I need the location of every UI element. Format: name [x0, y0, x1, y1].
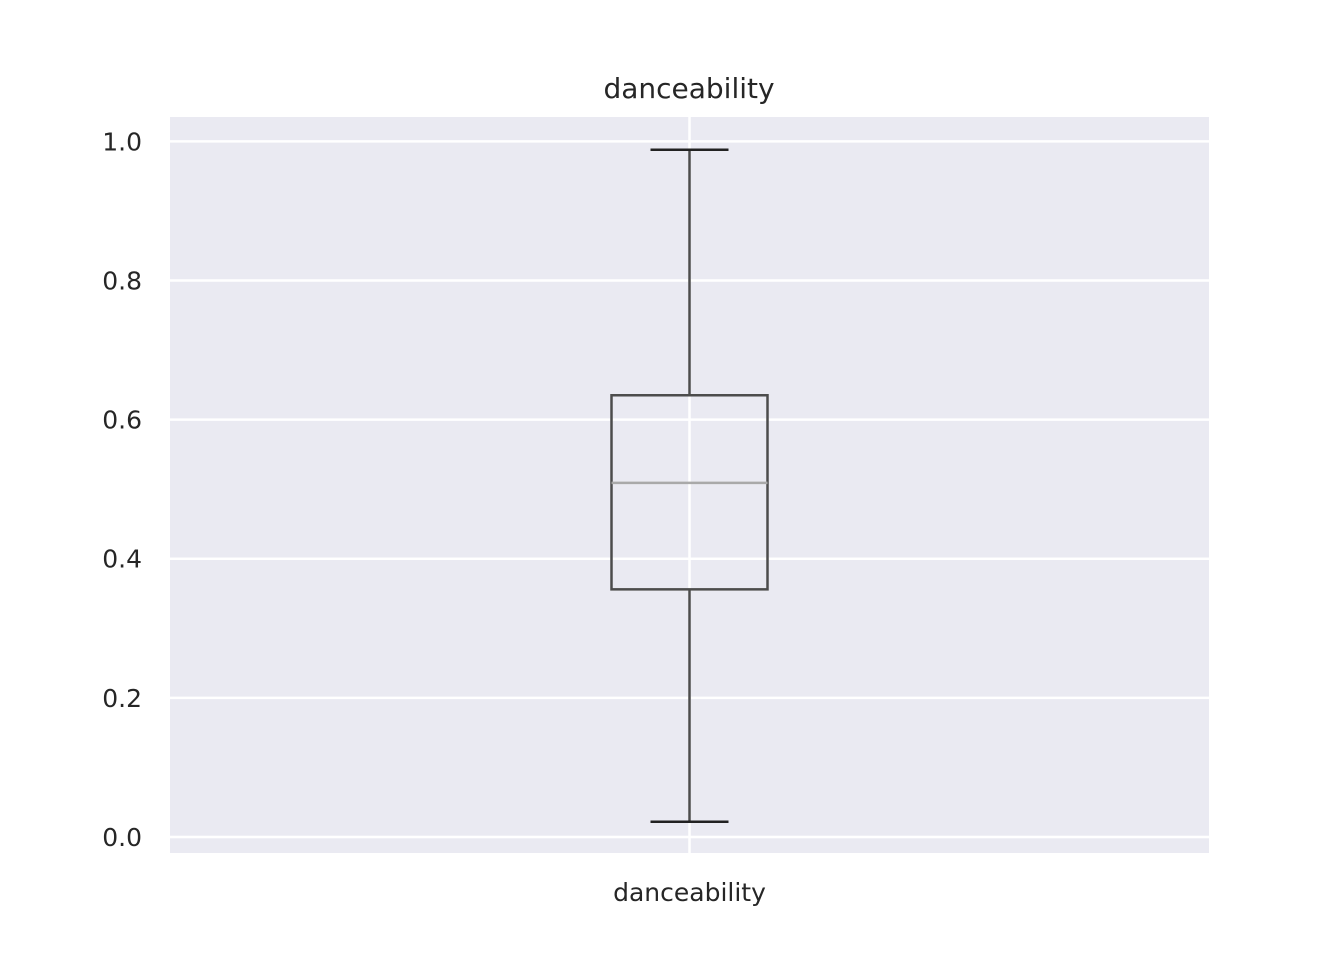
y-axis-ticks: 0.0 0.2 0.4 0.6 0.8 1.0: [102, 127, 142, 852]
y-tick-label: 0.2: [102, 684, 142, 713]
chart-title: danceability: [603, 72, 774, 105]
box-plot: [610, 148, 769, 823]
y-tick-label: 0.4: [102, 545, 142, 574]
y-tick-label: 0.0: [102, 823, 142, 852]
box-danceability: [610, 148, 769, 823]
iqr-box: [610, 394, 769, 591]
x-axis-ticks: danceability: [613, 878, 766, 907]
y-tick-label: 0.8: [102, 266, 142, 295]
y-tick-label: 0.6: [102, 406, 142, 435]
x-tick-label: danceability: [613, 878, 766, 907]
y-tick-label: 1.0: [102, 127, 142, 156]
